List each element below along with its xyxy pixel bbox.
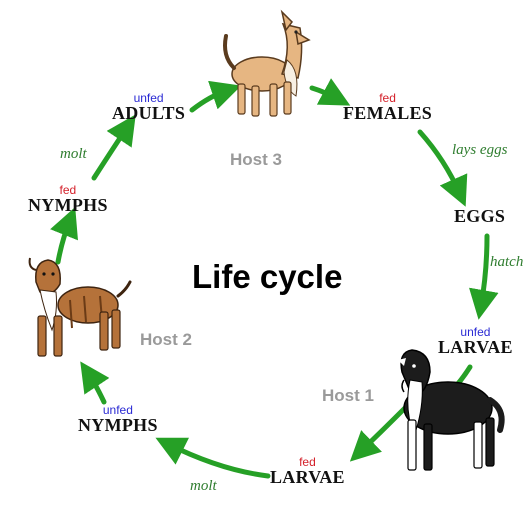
stage-name: LARVAE bbox=[438, 338, 513, 356]
stage-name: NYMPHS bbox=[78, 416, 158, 434]
stage-eggs: EGGS bbox=[454, 207, 505, 225]
verb-hatch: hatch bbox=[490, 254, 523, 271]
stage-name: NYMPHS bbox=[28, 196, 108, 214]
verb-molt-lower: molt bbox=[190, 478, 217, 495]
verb-lays-eggs: lays eggs bbox=[452, 142, 507, 159]
stage-name: FEMALES bbox=[343, 104, 432, 122]
host-1-label: Host 1 bbox=[322, 386, 374, 406]
verb-molt-upper: molt bbox=[60, 146, 87, 163]
arrow-eggs-to-larvae bbox=[481, 236, 487, 306]
arrow-adults-to-host3 bbox=[192, 90, 228, 110]
stage-fed-nymphs: fed NYMPHS bbox=[28, 184, 108, 214]
tan-dog-icon bbox=[225, 12, 309, 116]
stage-unfed-larvae: unfed LARVAE bbox=[438, 326, 513, 356]
host-3-label: Host 3 bbox=[230, 150, 282, 170]
stage-fed-females: fed FEMALES bbox=[343, 92, 432, 122]
host-2-label: Host 2 bbox=[140, 330, 192, 350]
arrow-fed-larvae-to-nymphs bbox=[168, 444, 268, 476]
stage-unfed-nymphs: unfed NYMPHS bbox=[78, 404, 158, 434]
arrow-host2-to-fed-nymphs bbox=[58, 220, 70, 262]
stage-name: EGGS bbox=[454, 207, 505, 225]
stage-name: LARVAE bbox=[270, 468, 345, 486]
border-collie-dog-icon bbox=[398, 350, 502, 470]
arrow-host3-to-females bbox=[312, 88, 338, 99]
stage-unfed-adults: unfed ADULTS bbox=[112, 92, 185, 122]
arrow-nymphs-to-host2 bbox=[88, 373, 104, 402]
stage-fed-larvae: fed LARVAE bbox=[270, 456, 345, 486]
arrow-fed-nymphs-to-adults bbox=[94, 126, 128, 178]
diagram-title: Life cycle bbox=[192, 258, 342, 296]
stage-name: ADULTS bbox=[112, 104, 185, 122]
brindle-boxer-dog-icon bbox=[30, 258, 130, 356]
arrow-host1-to-fed-larvae bbox=[360, 406, 407, 452]
